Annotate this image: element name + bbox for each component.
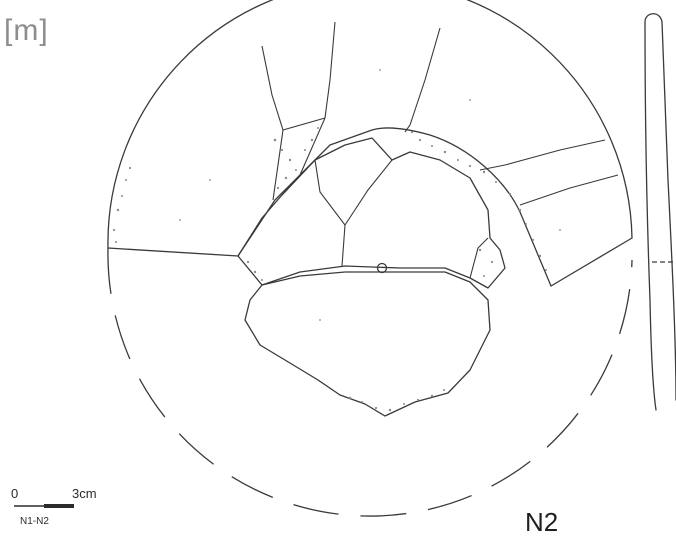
scale-series-label: N1-N2 (20, 516, 49, 527)
scale-length-label: 3cm (72, 486, 97, 501)
central-sherd-lower (244, 271, 491, 417)
rim-break-1 (261, 45, 284, 201)
stippling (112, 69, 561, 412)
central-break-1 (314, 159, 346, 267)
rim-outer-outline (107, 0, 633, 249)
reconstruction-circle (107, 247, 633, 517)
rim-break-5 (519, 174, 619, 206)
rim-left-edge (107, 247, 239, 257)
rim-right-edge (550, 237, 633, 287)
central-sherd-upper (237, 137, 506, 289)
rim-break-3 (404, 27, 441, 133)
central-break-3 (469, 237, 489, 279)
rim-break-2 (299, 21, 336, 176)
rim-break-6 (282, 117, 326, 131)
figure-id: N2 (525, 507, 559, 537)
rim-inner-outline (237, 127, 552, 287)
profile-section (644, 13, 676, 411)
rim-break-4 (479, 139, 606, 171)
central-break-2 (344, 159, 393, 226)
scale-zero-label: 0 (11, 486, 19, 501)
section-label: [m] (4, 14, 49, 47)
